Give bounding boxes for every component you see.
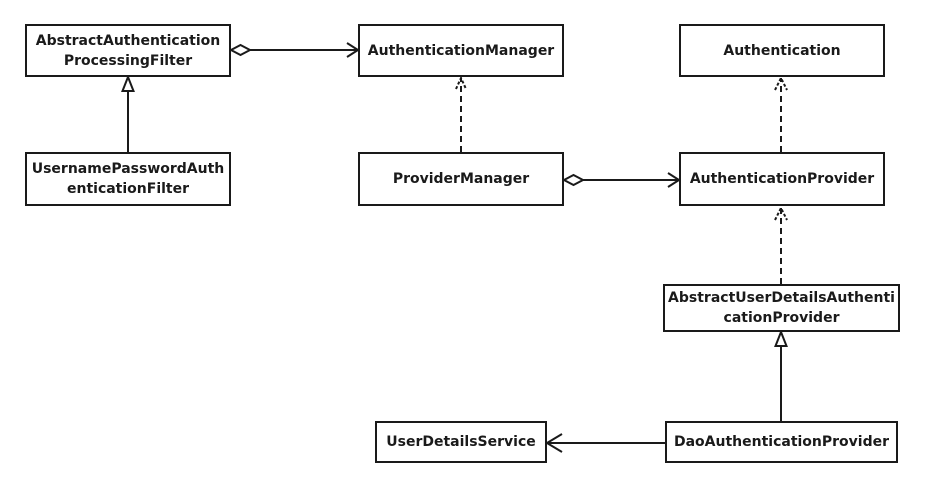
edge-provider-to-authentication-realization [774, 75, 788, 152]
class-username-password-authentication-filter: UsernamePasswordAuth enticationFilter [25, 152, 231, 206]
edge-dao-to-userdetailsservice [545, 433, 687, 453]
class-name-line1: AbstractUserDetailsAuthenti [668, 290, 895, 306]
class-name: Authentication [723, 42, 841, 59]
edge-abstractuserdetails-realization [774, 205, 788, 284]
class-name-line2: cationProvider [723, 310, 840, 326]
edge-providermanager-to-provider [561, 172, 681, 188]
class-name: AuthenticationManager [367, 42, 555, 59]
class-user-details-service: UserDetailsService [375, 421, 547, 463]
edge-providermanager-realization [455, 75, 467, 152]
class-name: UserDetailsService [386, 434, 536, 450]
edge-dao-generalization [774, 329, 788, 421]
class-authentication-manager: AuthenticationManager [358, 24, 564, 77]
class-dao-authentication-provider: DaoAuthenticationProvider [665, 421, 898, 463]
class-name-line2: enticationFilter [66, 181, 190, 197]
class-authentication: Authentication [679, 24, 885, 77]
class-name-line1: UsernamePasswordAuth [31, 161, 225, 177]
class-name: AuthenticationProvider [689, 171, 875, 187]
class-name: ProviderManager [392, 171, 530, 187]
class-abstract-user-details-authentication-provider: AbstractUserDetailsAuthenti cationProvid… [663, 284, 900, 332]
class-abstract-authentication-processing-filter: AbstractAuthentication ProcessingFilter [25, 24, 231, 77]
edge-userpass-filter-generalization [121, 74, 135, 152]
class-provider-manager: ProviderManager [358, 152, 564, 206]
class-name-line1: AbstractAuthentication [35, 32, 221, 49]
class-name: DaoAuthenticationProvider [673, 434, 890, 450]
class-name-line2: ProcessingFilter [63, 52, 193, 69]
class-authentication-provider: AuthenticationProvider [679, 152, 885, 206]
edge-filter-to-manager [228, 42, 360, 58]
